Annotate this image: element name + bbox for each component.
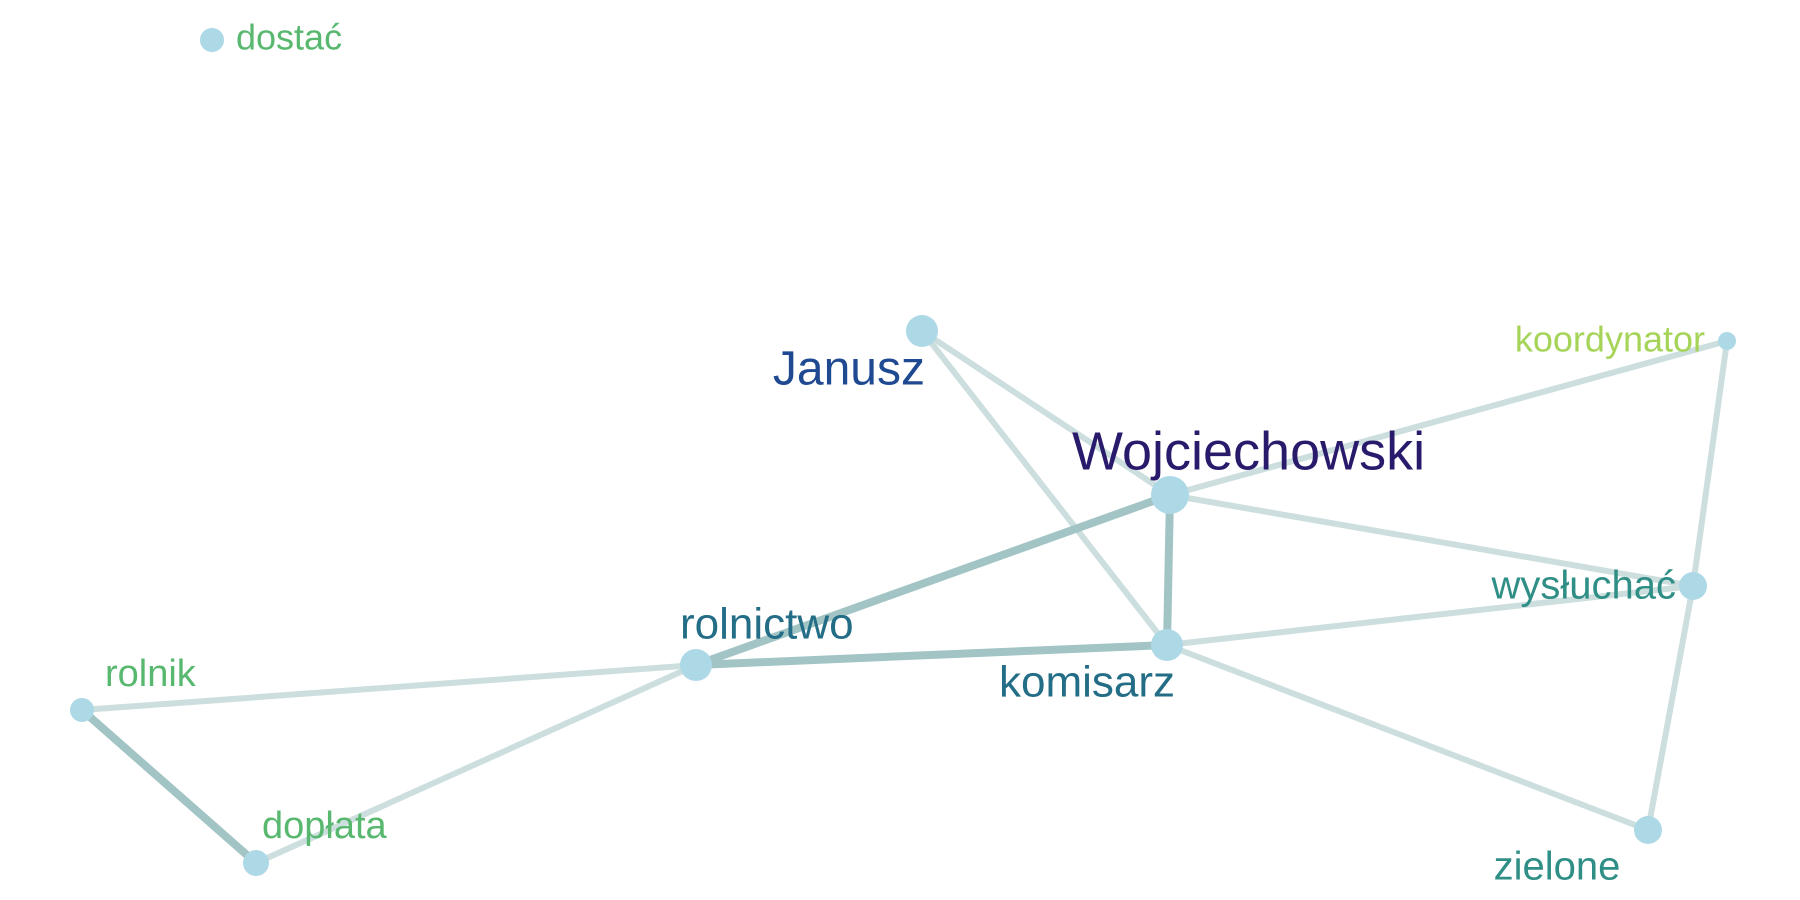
node-rolnictwo: [680, 649, 712, 681]
edge-wojciechowski-komisarz: [1163, 491, 1174, 649]
node-label-rolnik: rolnik: [105, 653, 197, 695]
edge-layer: [78, 328, 1730, 867]
node-layer: [70, 28, 1736, 876]
node-janusz: [906, 315, 938, 347]
node-dostac: [200, 28, 224, 52]
edge-rolnictwo-komisarz: [692, 641, 1171, 669]
node-label-dostac: dostać: [236, 17, 342, 58]
edge-wysluchac-komisarz: [1164, 583, 1696, 648]
node-label-rolnictwo: rolnictwo: [680, 600, 854, 649]
edge-janusz-komisarz: [919, 328, 1170, 648]
node-label-komisarz: komisarz: [999, 658, 1175, 707]
node-label-wojciechowski: Wojciechowski: [1072, 421, 1425, 481]
node-wojciechowski: [1151, 476, 1189, 514]
edge-rolnictwo-rolnik: [79, 662, 699, 713]
node-label-koordynator: koordynator: [1515, 319, 1705, 360]
node-label-zielone: zielone: [1494, 845, 1621, 889]
node-rolnik: [70, 698, 94, 722]
node-koordynator: [1718, 332, 1736, 350]
edge-wysluchac-zielone: [1645, 583, 1696, 833]
edge-janusz-wojciechowski: [919, 328, 1173, 498]
node-label-janusz: Janusz: [773, 343, 925, 396]
edge-wojciechowski-rolnictwo: [692, 491, 1174, 669]
edge-koordynator-wysluchac: [1690, 338, 1730, 589]
edge-wojciechowski-koordynator: [1167, 338, 1730, 498]
edge-wojciechowski-wysluchac: [1167, 492, 1696, 589]
node-zielone: [1634, 816, 1662, 844]
edge-rolnictwo-doplata: [253, 662, 699, 866]
node-label-wysluchac: wysłuchać: [1490, 564, 1676, 608]
node-wysluchac: [1679, 572, 1707, 600]
node-doplata: [243, 850, 269, 876]
edge-rolnik-doplata: [78, 706, 260, 867]
node-label-doplata: dopłata: [262, 805, 388, 847]
node-komisarz: [1151, 629, 1183, 661]
edge-komisarz-zielone: [1164, 642, 1651, 833]
